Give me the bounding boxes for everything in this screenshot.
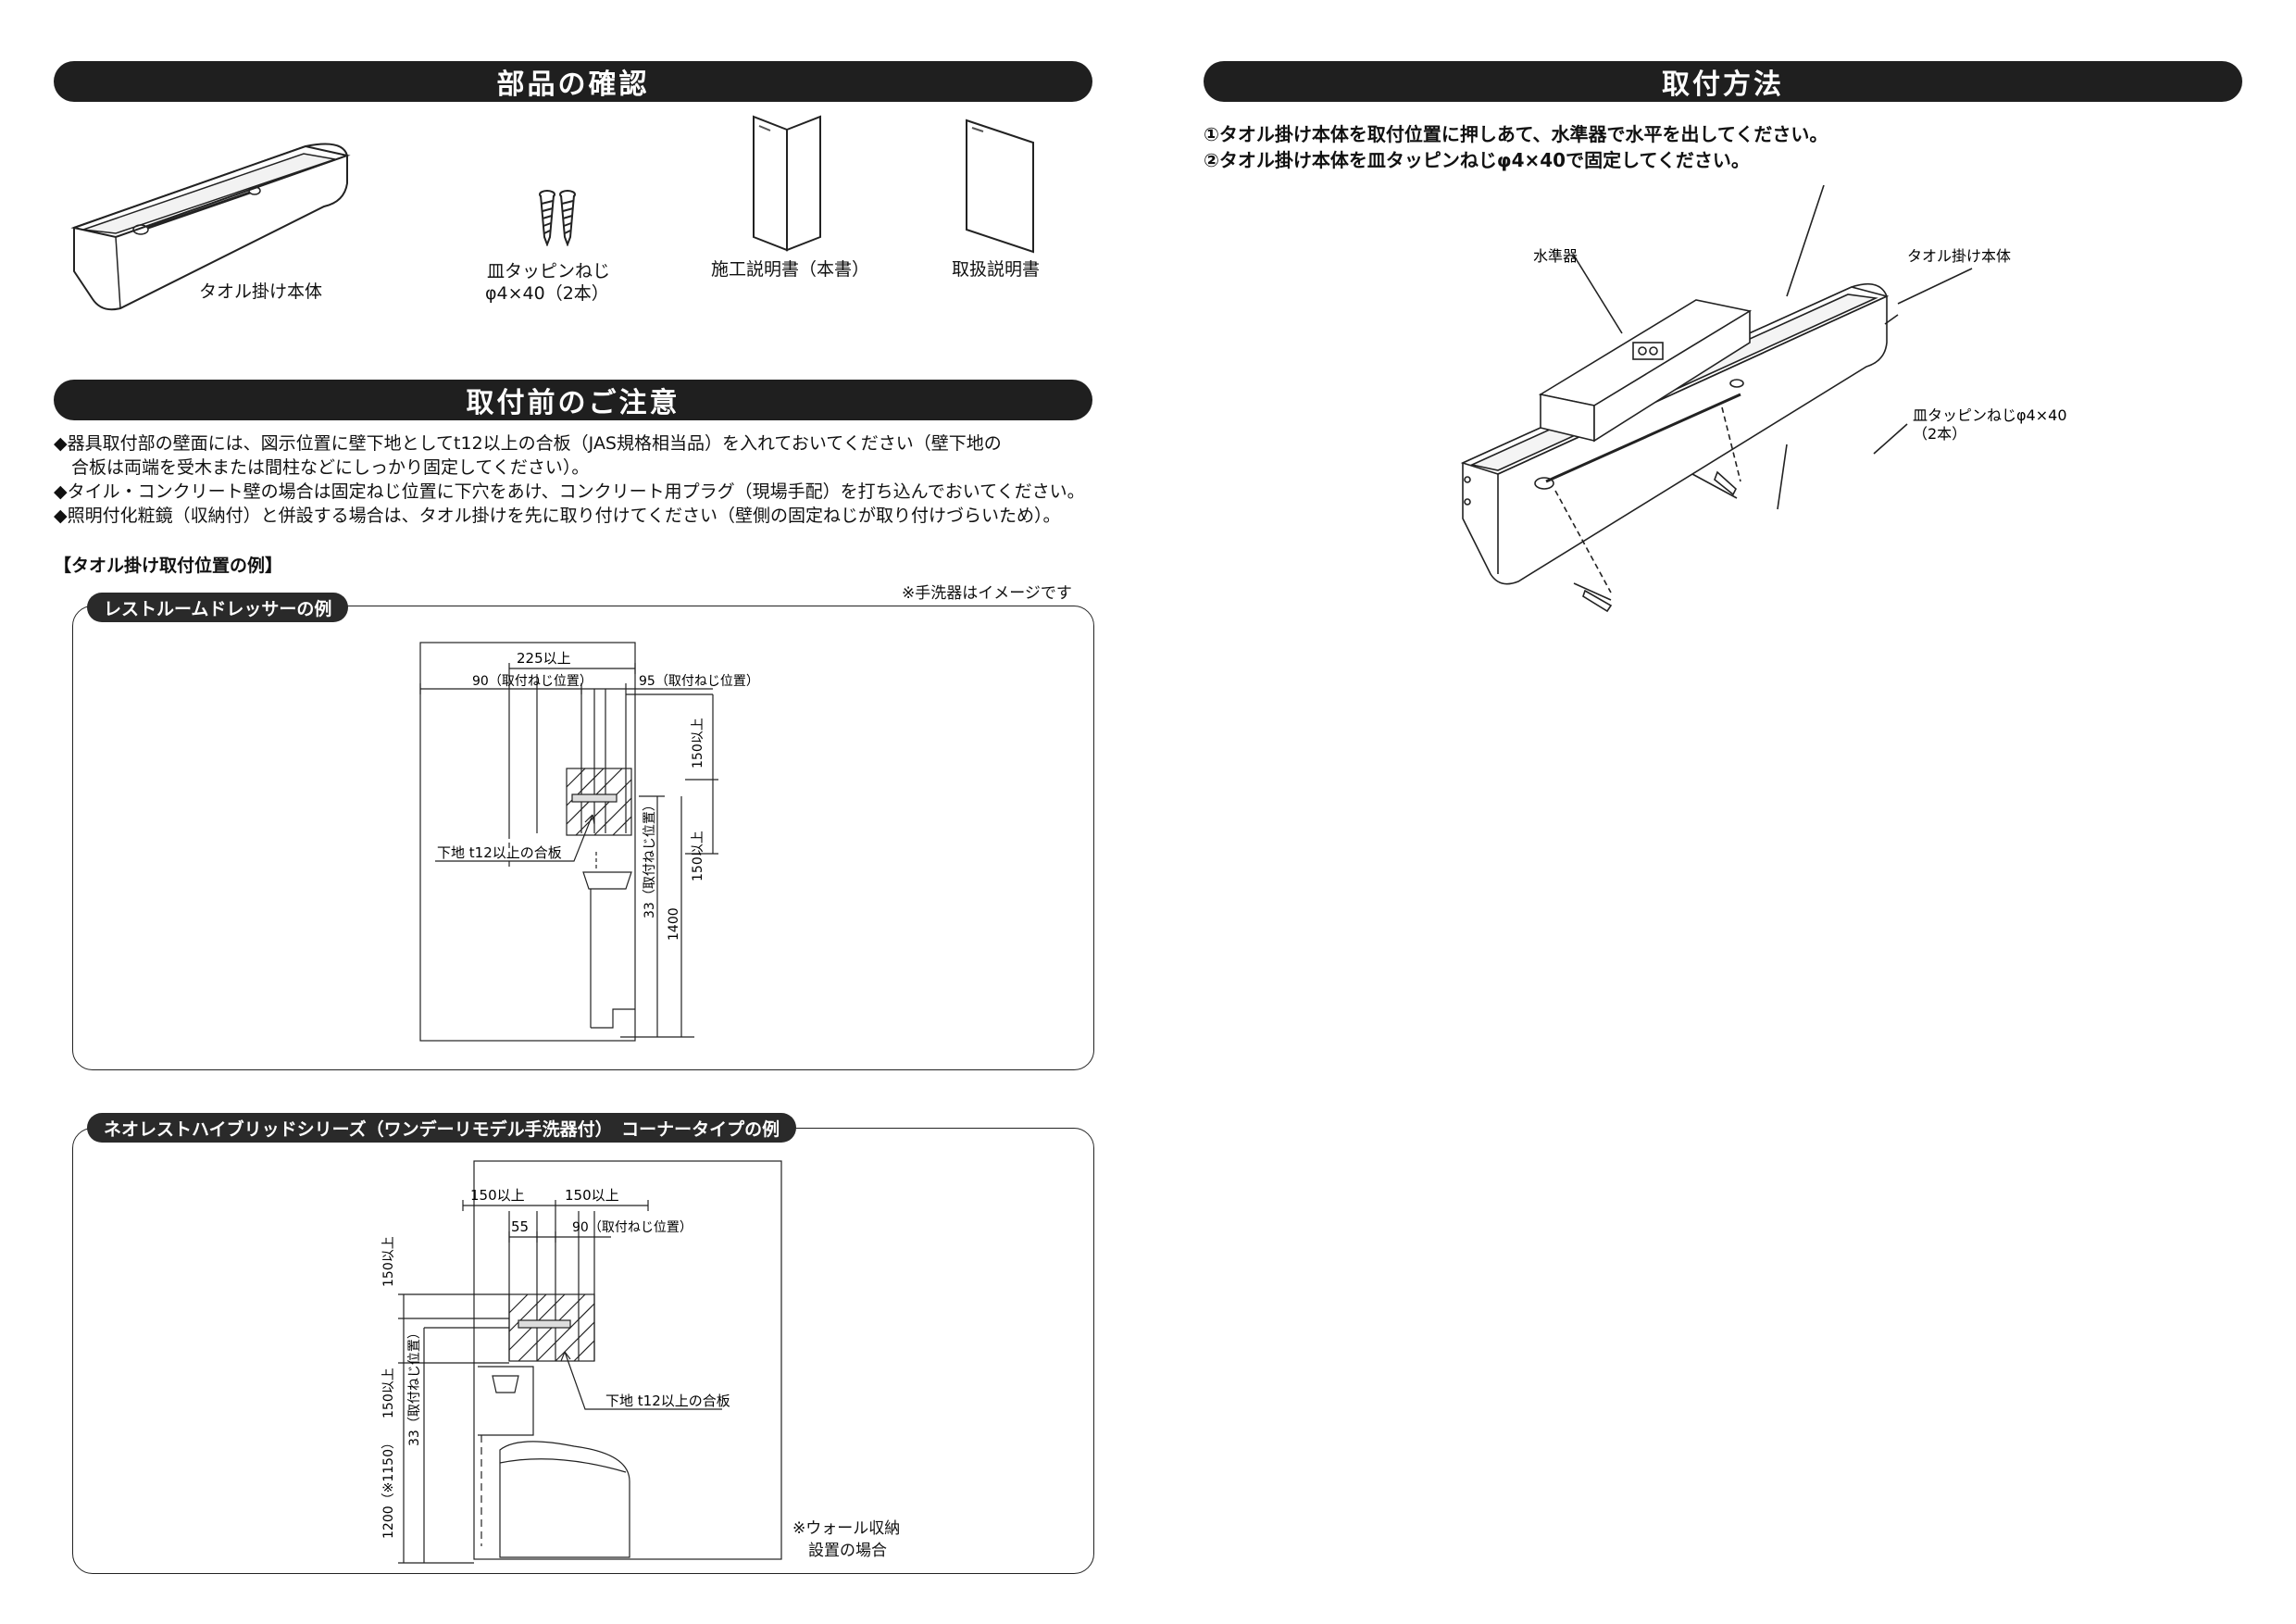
dim-1200: 1200（※1150） xyxy=(381,1436,396,1539)
examples-heading: 【タオル掛け取付位置の例】 xyxy=(54,556,283,576)
cautions-section-title: 取付前のご注意 xyxy=(466,387,680,419)
dim-150-lower: 150以上 xyxy=(691,831,705,881)
dim-150-left: 150以上 xyxy=(470,1187,525,1204)
caution-line-3: ◆タイル・コンクリート壁の場合は固定ねじ位置に下穴をあけ、コンクリート用プラグ（… xyxy=(54,481,1085,502)
dim-90: 90（取付ねじ位置） xyxy=(472,674,593,689)
caution-line-1: ◆器具取付部の壁面には、図示位置に壁下地としてt12以上の合板（JAS規格相当品… xyxy=(54,433,1002,454)
label-screw: 皿タッピンねじφ4×40 xyxy=(1913,406,2067,424)
installation-manual-icon xyxy=(753,115,821,252)
dim-225: 225以上 xyxy=(517,650,571,667)
neorest-corner-tab-label: ネオレストハイブリッドシリーズ（ワンデーリモデル手洗器付） コーナータイプの例 xyxy=(104,1118,780,1140)
restroom-dresser-tab: レストルームドレッサーの例 xyxy=(87,593,349,622)
dim-150-vertical-upper: 150以上 xyxy=(381,1236,396,1287)
part-label-installation-manual: 施工説明書（本書） xyxy=(711,259,870,280)
parts-section-header: 部品の確認 xyxy=(54,61,1092,102)
part-label-towel-bar: タオル掛け本体 xyxy=(199,281,323,302)
caution-line-2: 合板は両端を受木または間柱などにしっかり固定してください）。 xyxy=(54,457,590,478)
dim-33: 33（取付ねじ位置） xyxy=(643,798,657,918)
label-towel-bar-body: タオル掛け本体 xyxy=(1907,247,2011,265)
restroom-dresser-tab-label: レストルームドレッサーの例 xyxy=(104,598,332,619)
label-screw-qty: （2本） xyxy=(1913,425,1966,443)
neorest-corner-diagram: 150以上 150以上 55 90（取付ねじ位置） 150以上 150以上 33… xyxy=(381,1160,782,1564)
install-step-2: ②タオル掛け本体を皿タッピンねじφ4×40で固定してください。 xyxy=(1204,149,1750,171)
dim-150-vertical-lower: 150以上 xyxy=(381,1368,396,1418)
dim-95: 95（取付ねじ位置） xyxy=(639,674,759,689)
dim-55: 55 xyxy=(511,1218,529,1235)
image-note: ※手洗器はイメージです xyxy=(902,584,1072,603)
user-manual-icon xyxy=(966,119,1034,254)
restroom-dresser-panel xyxy=(72,606,1094,1070)
part-label-user-manual: 取扱説明書 xyxy=(952,259,1041,280)
neorest-corner-tab: ネオレストハイブリッドシリーズ（ワンデーリモデル手洗器付） コーナータイプの例 xyxy=(87,1113,797,1143)
cautions-section-header: 取付前のご注意 xyxy=(54,380,1092,420)
towel-bar-illustration xyxy=(70,143,351,311)
dim-150-upper: 150以上 xyxy=(691,718,705,768)
plywood-label: 下地 t12以上の合板 xyxy=(437,844,562,861)
part-label-screw: 皿タッピンねじ xyxy=(487,261,611,281)
dim-90: 90（取付ねじ位置） xyxy=(572,1220,693,1235)
parts-section-title: 部品の確認 xyxy=(496,69,650,101)
wall-storage-note-1: ※ウォール収納 xyxy=(792,1519,901,1538)
part-label-screw-size: φ4×40（2本） xyxy=(485,283,609,304)
install-step-1: ①タオル掛け本体を取付位置に押しあて、水準器で水平を出してください。 xyxy=(1204,123,1828,145)
dim-1400: 1400 xyxy=(667,907,681,941)
caution-line-4: ◆照明付化粧鏡（収納付）と併設する場合は、タオル掛けを先に取り付けてください（壁… xyxy=(54,506,1061,526)
plywood-label: 下地 t12以上の合板 xyxy=(605,1393,730,1409)
install-section-title: 取付方法 xyxy=(1662,69,1784,101)
installation-diagram: 水準器 タオル掛け本体 皿タッピンねじφ4×40 （2本） xyxy=(1460,185,2067,613)
screw-icon xyxy=(539,190,576,246)
label-level: 水準器 xyxy=(1533,247,1578,265)
dim-150-right: 150以上 xyxy=(565,1187,619,1204)
wall-storage-note-2: 設置の場合 xyxy=(792,1542,887,1560)
install-section-header: 取付方法 xyxy=(1204,61,2242,102)
dim-33: 33（取付ねじ位置） xyxy=(407,1326,422,1446)
restroom-dresser-diagram: 225以上 90（取付ねじ位置） 95（取付ねじ位置） 150以上 150以上 … xyxy=(419,642,759,1042)
